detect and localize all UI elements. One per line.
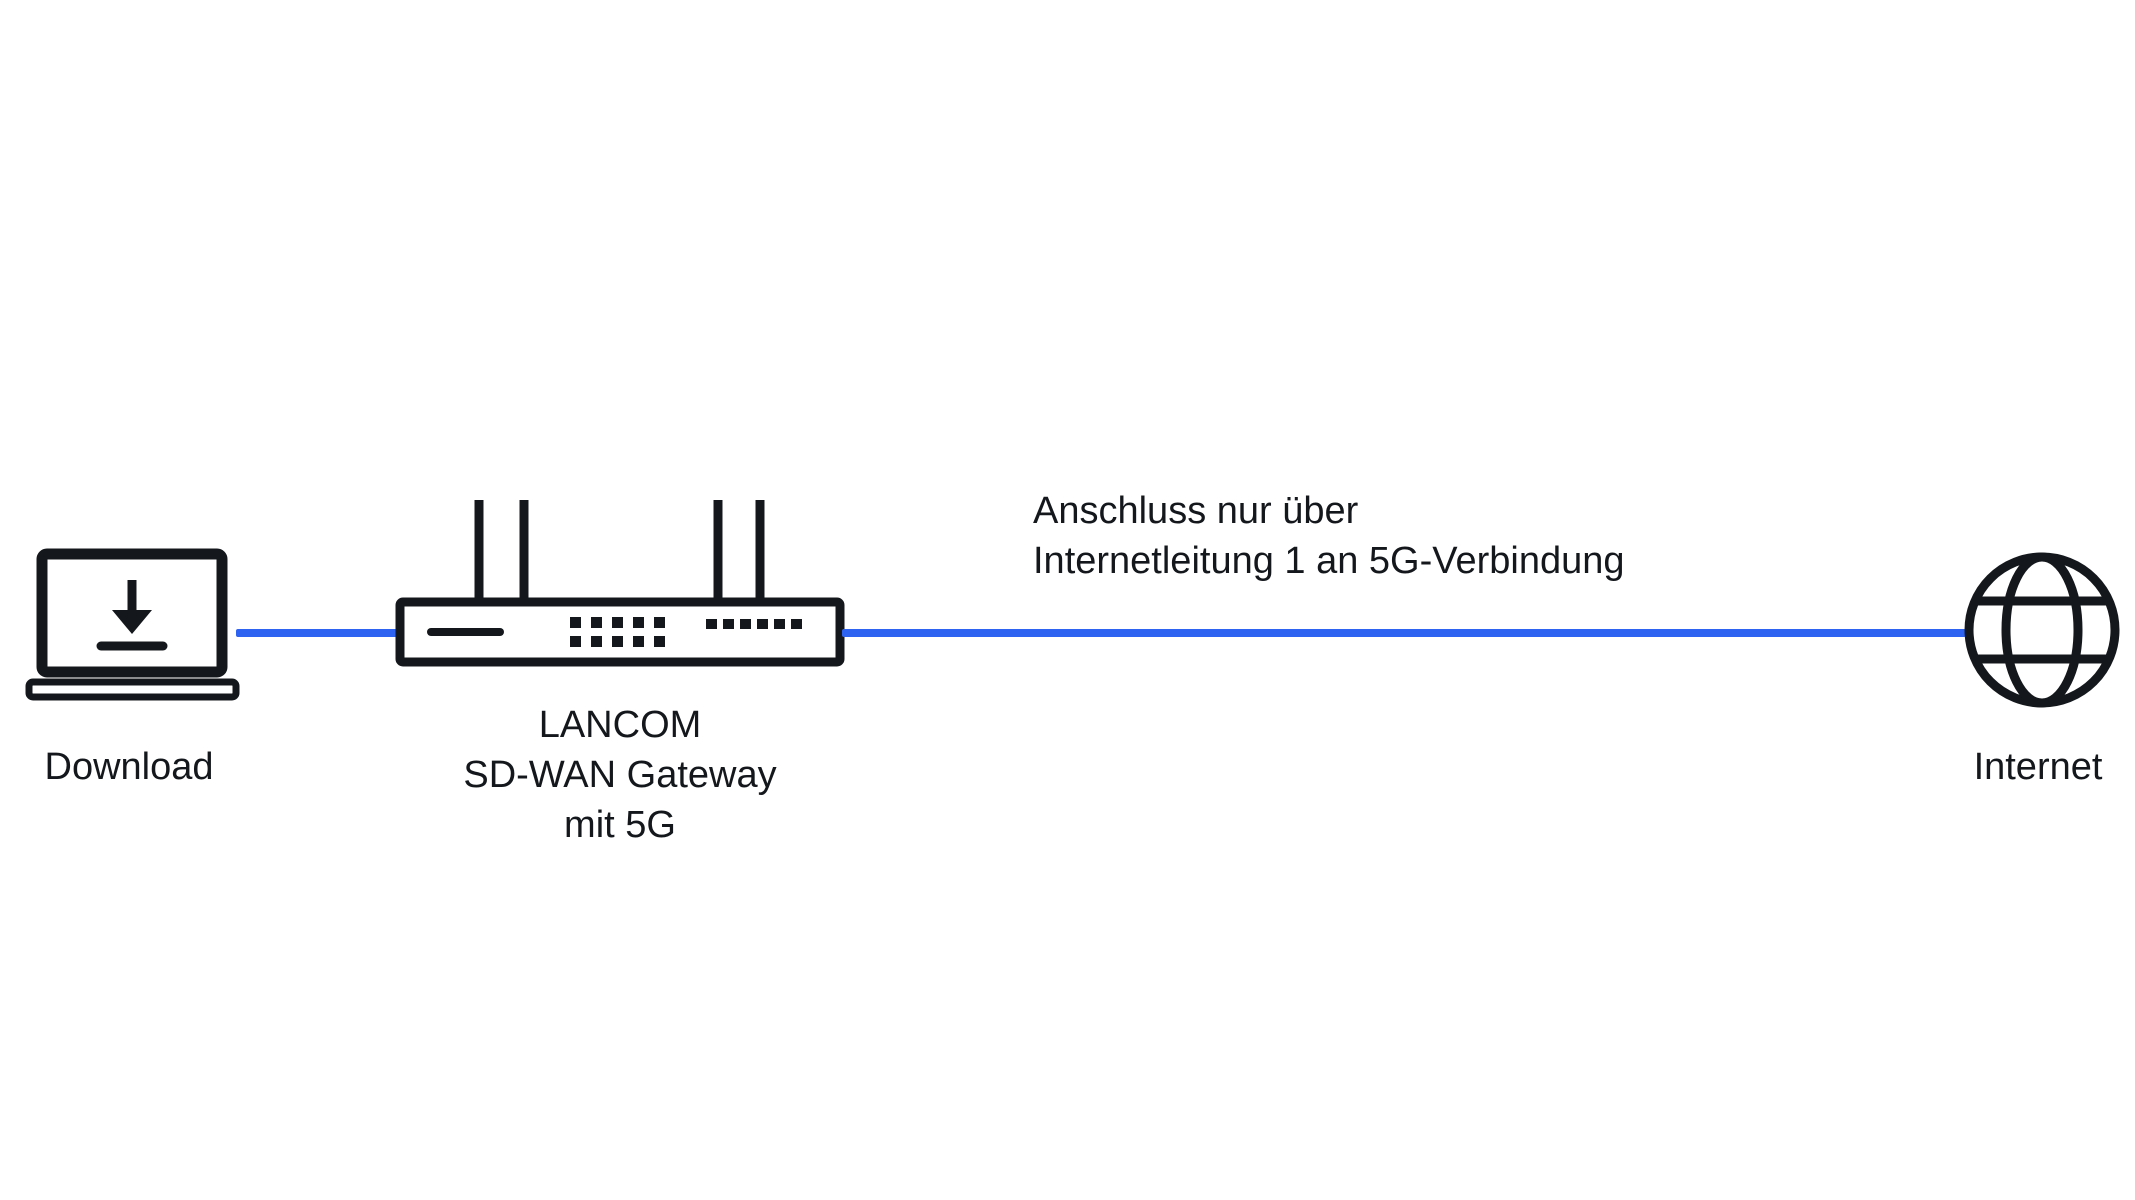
internet-label: Internet	[1973, 746, 2103, 788]
gateway-node	[395, 492, 845, 668]
connection-annotation: Anschluss nur über Internetleitung 1 an …	[1033, 486, 1625, 586]
globe-icon	[1964, 552, 2120, 708]
gateway-label-line1: LANCOM	[538, 704, 702, 746]
sdwan-gateway-icon	[395, 500, 845, 667]
connection-line-gateway-internet	[842, 629, 1966, 637]
annotation-line2: Internetleitung 1 an 5G-Verbindung	[1033, 540, 1625, 582]
gateway-label-line3: mit 5G	[564, 804, 676, 846]
download-label: Download	[44, 746, 214, 788]
internet-node	[1960, 548, 2124, 712]
gateway-label-line2: SD-WAN Gateway	[463, 754, 777, 796]
annotation-line1: Anschluss nur über	[1033, 490, 1359, 532]
connection-line-laptop-gateway	[236, 629, 398, 637]
gateway-label: LANCOM SD-WAN Gateway mit 5G	[395, 700, 845, 850]
download-node	[25, 548, 240, 706]
laptop-download-icon	[25, 548, 240, 701]
